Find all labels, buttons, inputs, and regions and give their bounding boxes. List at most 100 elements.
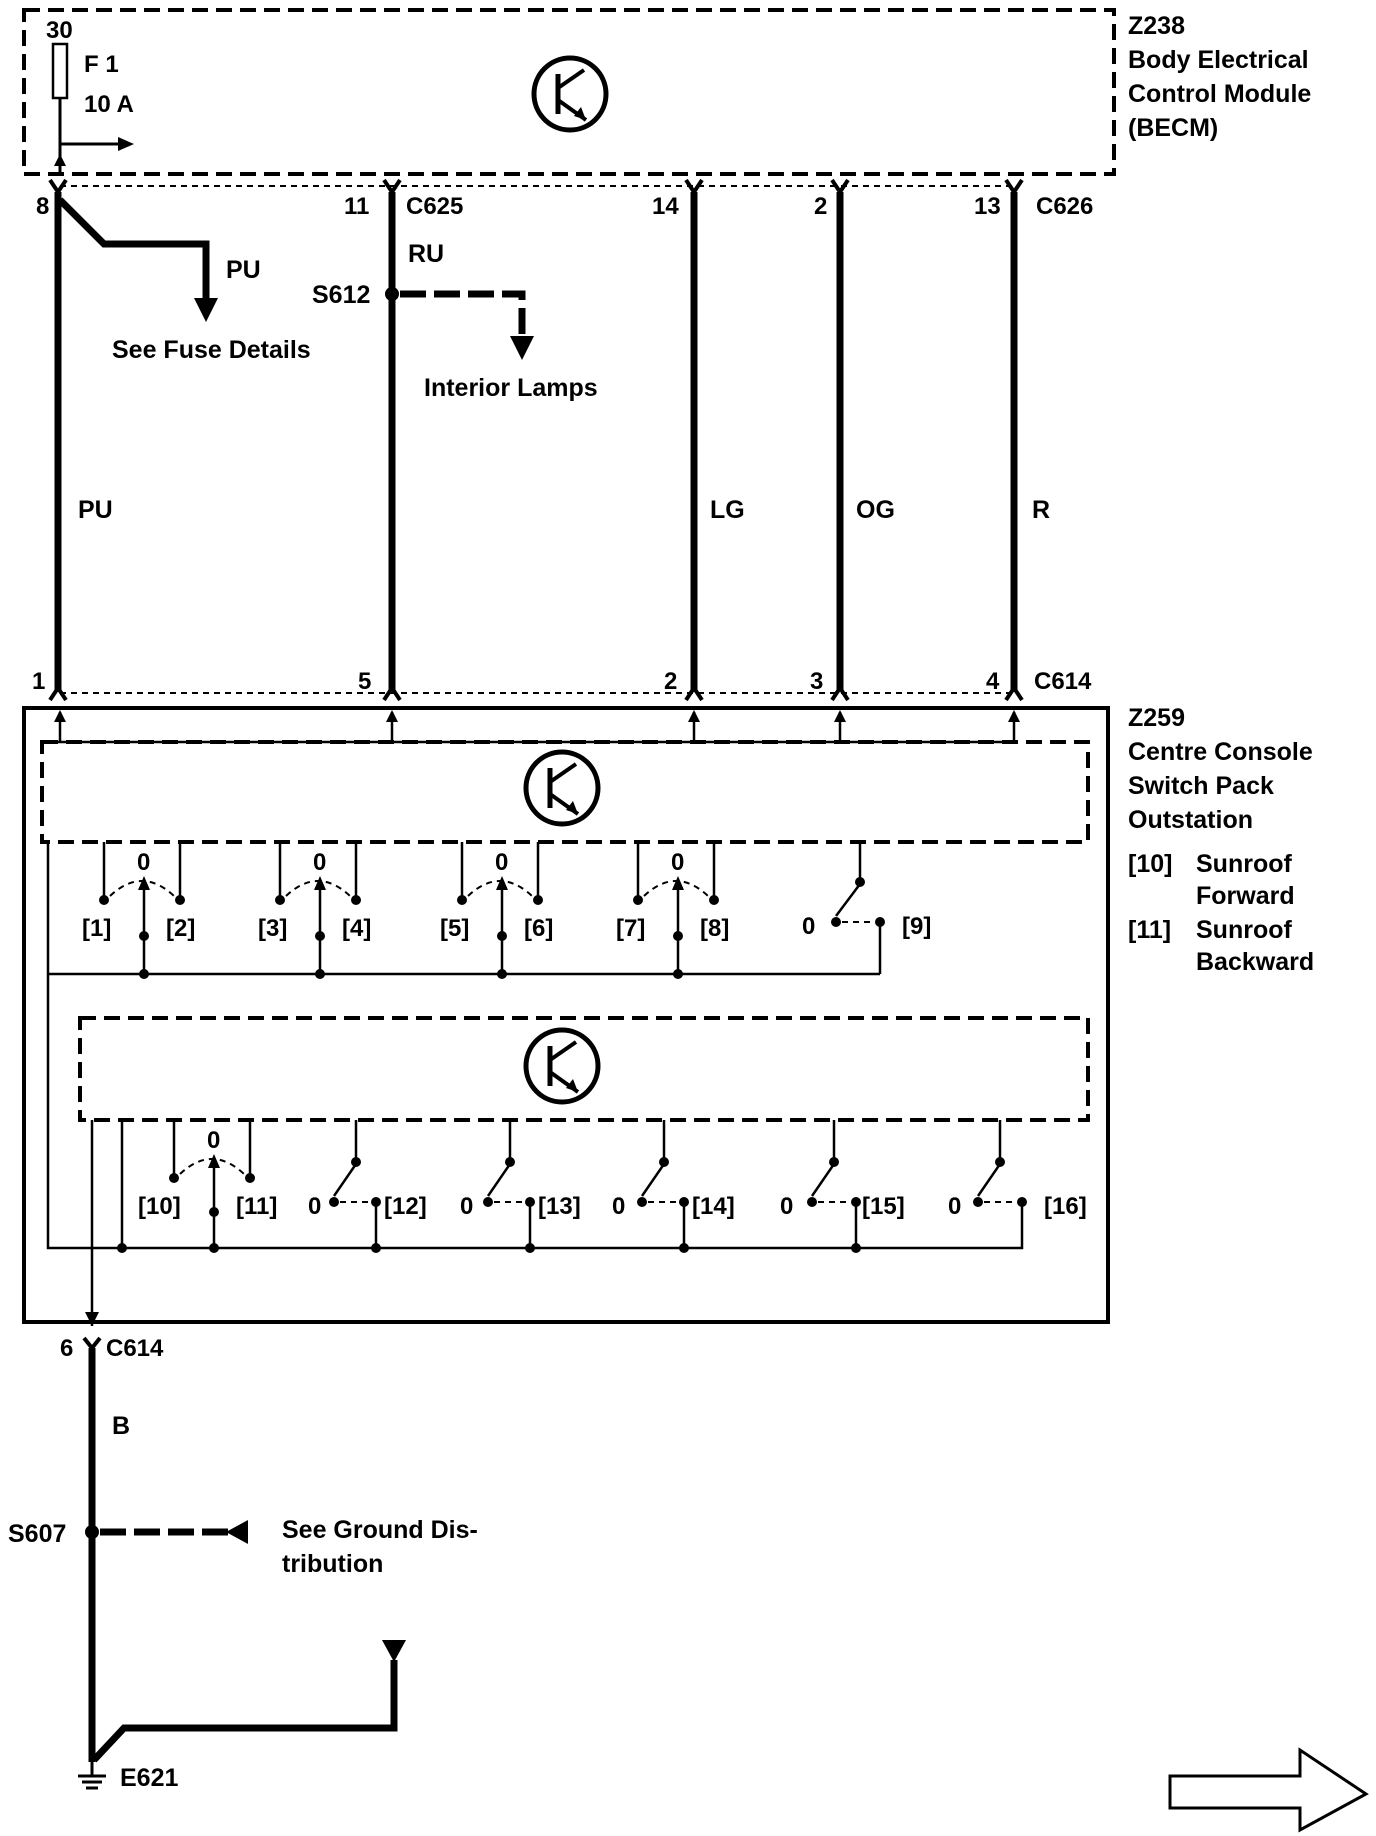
switch-3-left: [5] bbox=[440, 915, 469, 942]
switch-16-on: [16] bbox=[1044, 1193, 1087, 1220]
legend-11-line-2: Backward bbox=[1196, 948, 1314, 976]
switch-12-on: [12] bbox=[384, 1193, 427, 1220]
switch-15-on: [15] bbox=[862, 1193, 905, 1220]
switch-pack-name-line-3: Outstation bbox=[1128, 806, 1253, 834]
wire-pu-bottom-pin: 1 bbox=[32, 668, 45, 695]
interior-lamps-branch: S612 Interior Lamps bbox=[312, 281, 598, 402]
switch-1-right: [2] bbox=[166, 915, 195, 942]
splice-s612: S612 bbox=[312, 281, 370, 309]
switch-4-left: [7] bbox=[616, 915, 645, 942]
ground-return-wire bbox=[91, 1660, 398, 1763]
internal-feeds bbox=[58, 712, 1016, 744]
next-page-arrow-icon[interactable] bbox=[1168, 1747, 1369, 1833]
wire-r-bottom-pin: 4 bbox=[986, 668, 1000, 695]
rocker-switch-3: 0 [5] [6] bbox=[440, 842, 553, 979]
switch-3-right: [6] bbox=[524, 915, 553, 942]
fuse-details-wire-color: PU bbox=[226, 256, 261, 284]
fuse-details-wire bbox=[57, 197, 210, 300]
wire-pu-top-pin: 8 bbox=[36, 193, 49, 220]
fuse-details-arrow-icon bbox=[194, 298, 218, 322]
interior-lamps-label: Interior Lamps bbox=[424, 374, 598, 402]
switch-controller-1 bbox=[40, 740, 1090, 844]
wire-pu-color: PU bbox=[78, 496, 113, 524]
switch-sunroof-forward: [10] bbox=[138, 1193, 181, 1220]
switch-14-off: 0 bbox=[612, 1193, 625, 1220]
interior-lamps-wire bbox=[400, 290, 526, 336]
wire-lg-top-pin: 14 bbox=[652, 193, 679, 220]
wire-ru-color: RU bbox=[408, 240, 444, 268]
becm-transistor-icon bbox=[531, 55, 609, 133]
wire-ru-top-pin: 11 bbox=[344, 193, 369, 220]
main-wires: PU RU LG OG R bbox=[54, 192, 1050, 690]
legend-10-line-1: Sunroof bbox=[1196, 850, 1292, 878]
switch-1-center: 0 bbox=[137, 849, 150, 876]
legend-10-ref: [10] bbox=[1128, 850, 1172, 878]
legend-10-line-2: Forward bbox=[1196, 882, 1295, 910]
becm-name-line-1: Body Electrical bbox=[1128, 46, 1309, 74]
legend-11-ref: [11] bbox=[1128, 916, 1171, 944]
switch-2-center: 0 bbox=[313, 849, 326, 876]
fuse-name: F 1 bbox=[84, 51, 119, 78]
single-switch-16: 0 [16] bbox=[948, 1120, 1087, 1220]
switch-2-left: [3] bbox=[258, 915, 287, 942]
switch-2-right: [4] bbox=[342, 915, 371, 942]
wire-r-top-pin: 13 bbox=[974, 193, 1001, 220]
ground-distribution-line-1: See Ground Dis- bbox=[282, 1516, 478, 1544]
connector-c626: C626 bbox=[1036, 193, 1093, 220]
single-switch-12: 0 [12] bbox=[308, 1120, 427, 1253]
splice-s607-dot bbox=[85, 1525, 99, 1539]
fuse-icon bbox=[51, 42, 69, 100]
ground-pin: 6 bbox=[60, 1335, 73, 1362]
switch-1-left: [1] bbox=[82, 915, 111, 942]
ground-path: 6 C614 B S607 See Ground Dis- tribution … bbox=[8, 1335, 478, 1792]
fuse-details-label: See Fuse Details bbox=[112, 336, 311, 364]
ground-point-e621: E621 bbox=[120, 1764, 178, 1792]
rocker-switch-2: 0 [3] [4] bbox=[258, 842, 371, 979]
legend-11-line-1: Sunroof bbox=[1196, 916, 1292, 944]
connector-c625: C625 bbox=[406, 193, 463, 220]
switch-pack-id: Z259 bbox=[1128, 704, 1185, 732]
ground-connector-fork-icon bbox=[82, 1336, 102, 1352]
ground-symbol-icon bbox=[78, 1762, 106, 1790]
fuse-arrow-head-icon bbox=[118, 137, 134, 151]
supply-terminal: 30 bbox=[46, 17, 73, 44]
c614-fork-icons bbox=[48, 684, 1024, 702]
switch-sunroof-center: 0 bbox=[207, 1127, 220, 1154]
controller-1-transistor-icon bbox=[523, 749, 601, 827]
splice-s607: S607 bbox=[8, 1520, 66, 1548]
ground-distribution-line-2: tribution bbox=[282, 1550, 383, 1578]
switch-4-right: [8] bbox=[700, 915, 729, 942]
switch-pack-name-line-2: Switch Pack bbox=[1128, 772, 1274, 800]
becm-name-line-2: Control Module bbox=[1128, 80, 1311, 108]
internal-feed-arrow-icons bbox=[54, 710, 1020, 722]
wire-b-color: B bbox=[112, 1412, 130, 1440]
single-switch-14: 0 [14] bbox=[612, 1120, 735, 1253]
rocker-switch-sunroof: 0 [10] [11] bbox=[138, 1120, 277, 1253]
top-connectors: 8 11 C625 14 2 13 C626 bbox=[36, 178, 1093, 220]
wire-lg-color: LG bbox=[710, 496, 745, 524]
switch-pack-boundary bbox=[22, 706, 1110, 1324]
ground-return-arrow-icon bbox=[382, 1640, 406, 1662]
switch-9-off: 0 bbox=[802, 913, 815, 940]
switch-15-off: 0 bbox=[780, 1193, 793, 1220]
single-switch-15: 0 [15] bbox=[780, 1120, 905, 1253]
wire-lg-bottom-pin: 2 bbox=[664, 668, 677, 695]
controller-2-transistor-icon bbox=[523, 1027, 601, 1105]
rocker-switch-4: 0 [7] [8] bbox=[616, 842, 729, 979]
ground-exit-arrow-icon bbox=[85, 1312, 99, 1326]
becm-name-line-3: (BECM) bbox=[1128, 114, 1218, 142]
single-switch-13: 0 [13] bbox=[460, 1120, 581, 1253]
controller-2-ground-dot bbox=[117, 1243, 127, 1253]
wire-og-top-pin: 2 bbox=[814, 193, 827, 220]
rocker-switch-1: 0 [1] [2] bbox=[82, 842, 195, 979]
switch-4-center: 0 bbox=[671, 849, 684, 876]
switch-16-off: 0 bbox=[948, 1193, 961, 1220]
splice-s612-dot bbox=[385, 287, 399, 301]
becm-boundary bbox=[22, 8, 1116, 176]
single-switch-9: 0 [9] bbox=[802, 842, 931, 974]
switch-13-on: [13] bbox=[538, 1193, 581, 1220]
connector-c614-top: C614 bbox=[1034, 668, 1092, 695]
switch-controller-2 bbox=[78, 1016, 1090, 1122]
interior-lamps-arrow-icon bbox=[510, 336, 534, 360]
